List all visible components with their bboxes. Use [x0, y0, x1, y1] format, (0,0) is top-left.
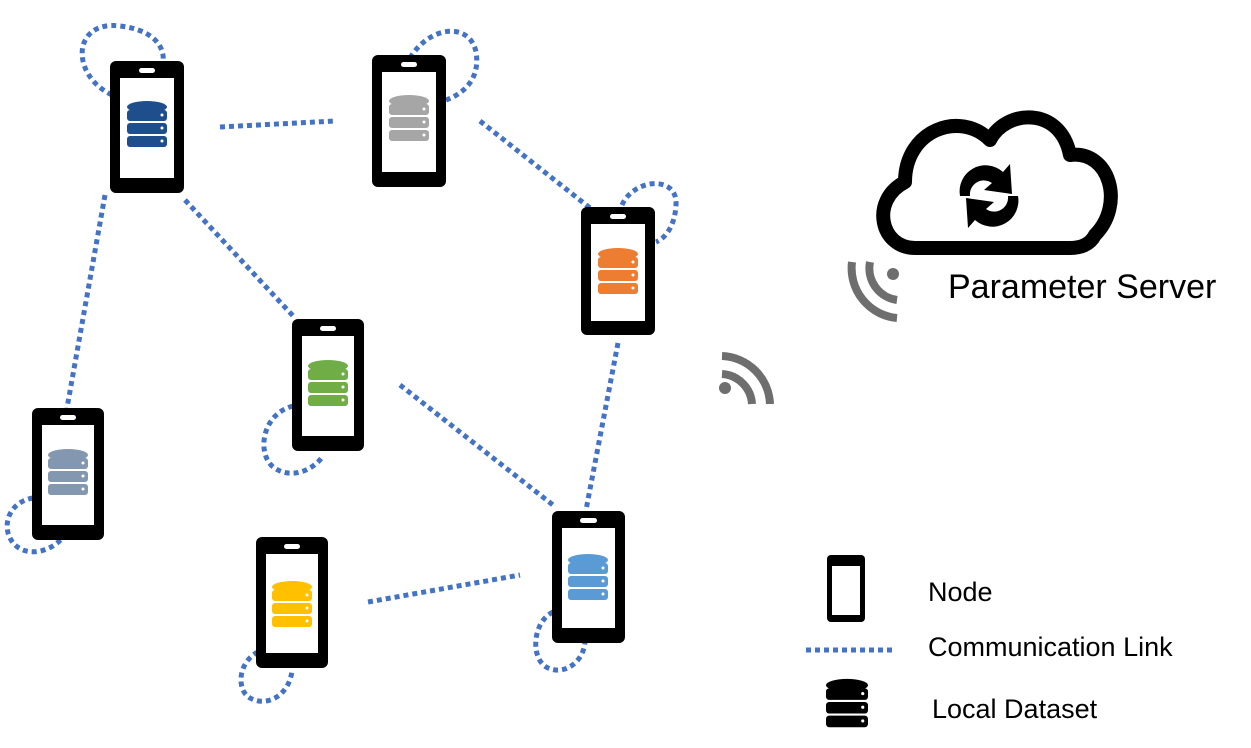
link-n1-n2: [219, 118, 336, 130]
phone-speaker: [139, 68, 155, 73]
self-loop-n6: [238, 649, 295, 704]
self-loop-n5: [4, 495, 65, 555]
database-icon: [389, 95, 429, 141]
wireless-signal-icon: [719, 352, 774, 405]
phone-speaker: [320, 326, 336, 331]
communication-links: [64, 118, 621, 605]
self-loop-n7: [533, 609, 588, 673]
sync-icon: [959, 164, 1019, 228]
self-loop-n3: [619, 181, 679, 245]
phone-speaker: [284, 544, 300, 549]
node-n7: [552, 511, 625, 643]
legend-dataset: Local Dataset: [826, 678, 1098, 728]
self-loops: [4, 23, 679, 704]
node-n4: [292, 319, 364, 451]
legend: Node Communication Link Local Dataset: [806, 555, 1173, 728]
database-icon: [127, 101, 167, 147]
node-n2: [372, 55, 446, 187]
link-n1-n5: [64, 194, 108, 409]
legend-link-label: Communication Link: [928, 632, 1173, 662]
phone-screen: [832, 566, 860, 615]
link-n4-n7: [398, 383, 555, 507]
legend-node-label: Node: [928, 577, 993, 607]
legend-dataset-label: Local Dataset: [932, 694, 1098, 724]
self-loop-n2: [407, 28, 480, 103]
node-n5: [32, 408, 104, 540]
database-icon: [272, 581, 312, 627]
node-n6: [256, 537, 328, 668]
database-icon: [826, 678, 868, 728]
nodes: [32, 55, 655, 668]
phone-speaker: [60, 415, 76, 420]
self-loop-n4: [261, 403, 326, 476]
server-label: Parameter Server: [948, 268, 1216, 306]
database-icon: [568, 554, 608, 600]
node-n3: [581, 207, 655, 335]
link-n1-n4: [183, 198, 297, 320]
legend-node: Node: [827, 555, 993, 622]
wireless-signal-icon: [847, 261, 899, 322]
database-icon: [48, 449, 88, 495]
legend-link: Communication Link: [806, 632, 1173, 662]
link-n3-n7: [583, 342, 621, 511]
phone-speaker: [401, 62, 417, 67]
phone-speaker: [580, 518, 597, 523]
link-n6-n7: [367, 572, 521, 605]
link-n2-n3: [478, 119, 592, 210]
self-loop-n1: [79, 23, 166, 98]
node-n1: [110, 61, 184, 193]
database-icon: [598, 248, 638, 294]
phone-speaker: [610, 214, 626, 219]
database-icon: [308, 360, 348, 406]
